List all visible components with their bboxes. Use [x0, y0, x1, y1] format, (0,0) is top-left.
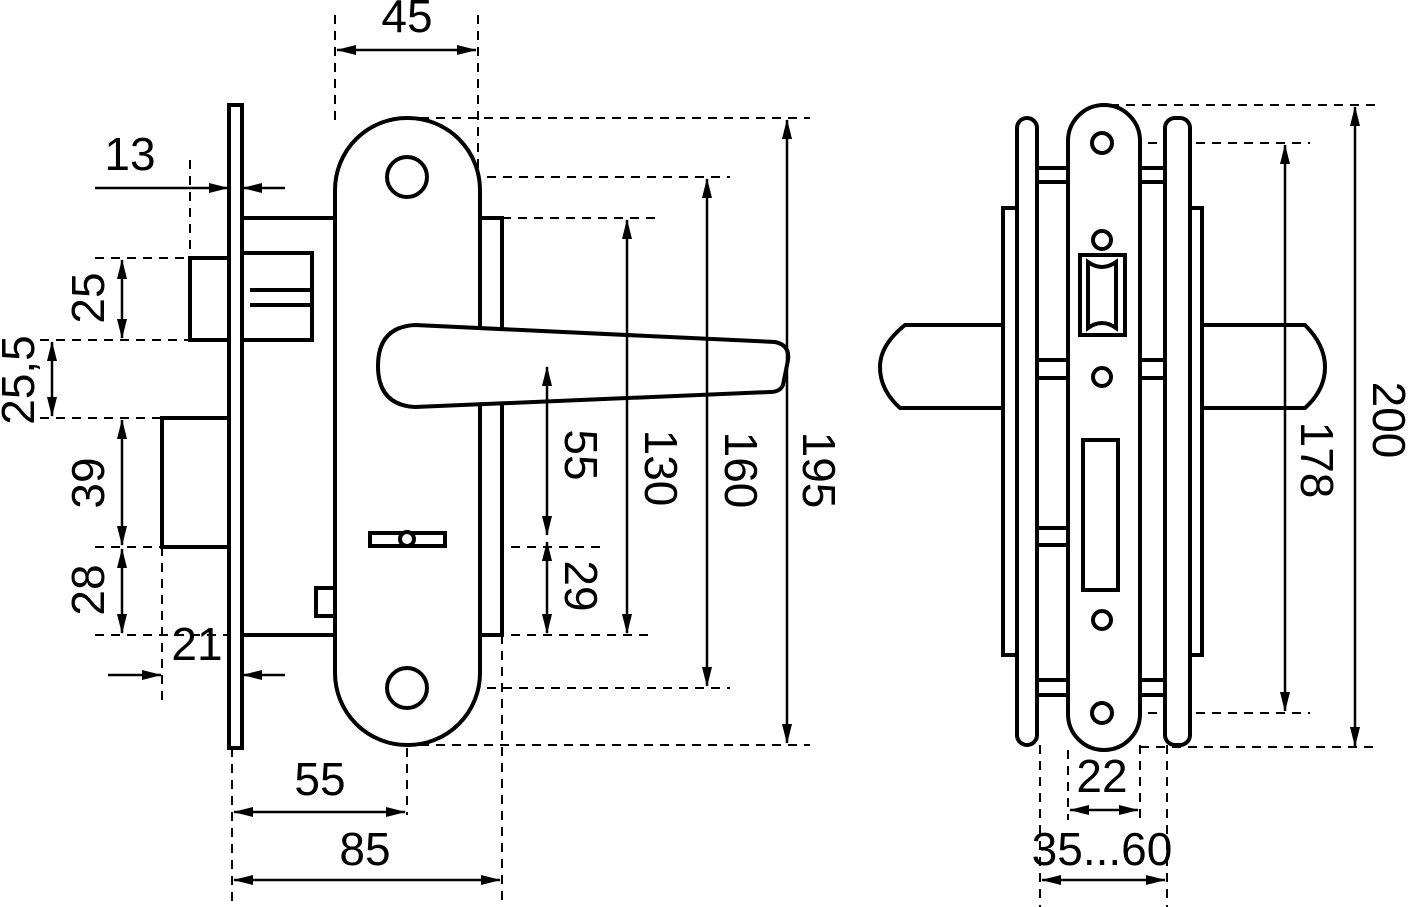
dim-13: 13: [104, 128, 155, 180]
right-rose: [1163, 116, 1192, 747]
dim-55-backset: 55: [294, 753, 345, 805]
dim-160: 160: [715, 432, 767, 509]
dead-bolt: [160, 416, 231, 549]
screw-hole: [1090, 131, 1114, 155]
left-rose: [1015, 116, 1039, 747]
screw-hole-bottom: [385, 666, 429, 710]
dim-130: 130: [635, 430, 687, 507]
dim-200: 200: [1363, 382, 1408, 459]
bolt-slot: [1081, 438, 1120, 592]
dim-21: 21: [171, 618, 222, 670]
dim-25-5: 25,5: [0, 335, 44, 425]
front-view: 200 178 22 35...60: [877, 103, 1408, 907]
lever-handle: [375, 322, 791, 410]
dim-28: 28: [62, 564, 114, 615]
dim-195: 195: [793, 432, 845, 509]
dim-22: 22: [1076, 750, 1127, 802]
dim-35-60: 35...60: [1032, 823, 1173, 875]
screw-hole-top: [385, 155, 429, 199]
dim-39: 39: [62, 457, 114, 508]
side-view: 45 13 25 25,5 39 28 21 55 85 55 29 130 1…: [0, 0, 845, 907]
faceplate: [227, 103, 244, 750]
dim-85: 85: [339, 823, 390, 875]
dim-29: 29: [555, 560, 607, 611]
screw-hole: [1090, 701, 1114, 725]
face-plate: [1066, 103, 1142, 752]
dim-45: 45: [381, 0, 432, 42]
dim-25: 25: [62, 272, 114, 323]
dimension-labels: 45 13 25 25,5 39 28 21 55 85 55 29 130 1…: [0, 0, 845, 875]
screw-hole: [1091, 366, 1113, 388]
dim-178: 178: [1291, 422, 1343, 499]
left-lever-end: [877, 323, 1005, 410]
spindle-lines: [1037, 166, 1165, 697]
right-lever-end: [1198, 323, 1328, 410]
screw-hole: [1091, 229, 1113, 251]
dimension-arrows: [47, 45, 792, 885]
dimension-labels: 200 178 22 35...60: [1032, 382, 1408, 876]
dimension-arrows: [1041, 106, 1360, 885]
screw-hole: [1091, 609, 1113, 631]
escutcheon: [333, 116, 482, 747]
dim-55-vertical: 55: [555, 429, 607, 480]
